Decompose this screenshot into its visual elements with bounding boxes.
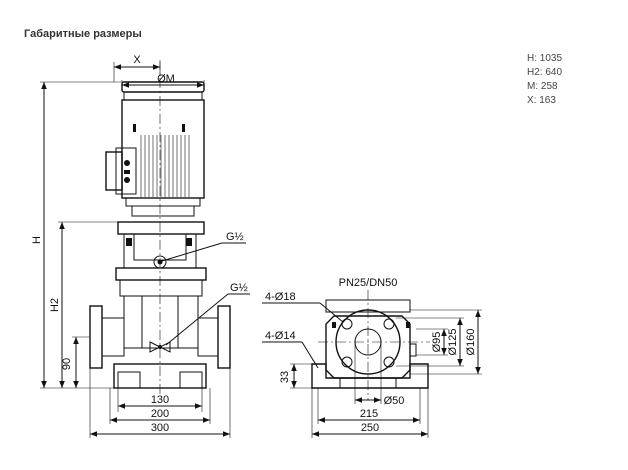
spec-x: X: 163 — [527, 95, 556, 106]
spec-h2: H2: 640 — [527, 67, 563, 78]
dim-160-label: Ø160 — [465, 329, 477, 356]
dim-215-label: 215 — [360, 408, 378, 420]
side-view — [311, 290, 430, 400]
dim-130-label: 130 — [151, 394, 169, 406]
dim-50-label: Ø50 — [384, 395, 405, 407]
port-top-label: G½ — [226, 231, 244, 243]
dim-h2-label: H2 — [49, 298, 61, 312]
flange-label: PN25/DN50 — [339, 277, 398, 289]
spec-m: M: 258 — [527, 81, 558, 92]
holes-18-label: 4-Ø18 — [265, 291, 296, 303]
dim-90-label: 90 — [61, 358, 73, 370]
side-dimensions: PN25/DN50 4-Ø18 4-Ø14 33 Ø95 Ø125 Ø160 Ø… — [262, 277, 482, 438]
front-view — [89, 60, 231, 395]
dim-h-label: H — [31, 236, 43, 244]
dim-300-label: 300 — [151, 422, 169, 434]
front-dimensions: X ØM H H2 90 130 200 300 — [31, 54, 250, 438]
dim-95-label: Ø95 — [431, 332, 443, 353]
dim-125-label: Ø125 — [447, 329, 459, 356]
dim-m-label: ØM — [157, 73, 175, 85]
spec-list: H: 1035 H2: 640 M: 258 X: 163 — [527, 52, 562, 108]
port-bottom-label: G½ — [230, 282, 248, 294]
dim-33-label: 33 — [279, 371, 291, 383]
dim-x-label: X — [133, 54, 141, 66]
spec-h: H: 1035 — [527, 53, 563, 64]
holes-14-label: 4-Ø14 — [265, 330, 296, 342]
dim-250-label: 250 — [361, 422, 379, 434]
dim-200-label: 200 — [151, 408, 169, 420]
page-title: Габаритные размеры — [24, 28, 142, 40]
